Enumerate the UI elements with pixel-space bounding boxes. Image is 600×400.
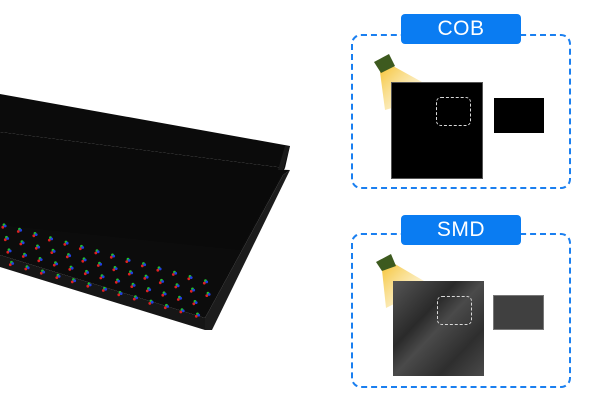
cob-surface-closeup xyxy=(391,82,483,179)
cob-magnified-swatch xyxy=(494,98,544,133)
smd-magnified-swatch xyxy=(493,295,544,330)
smd-label-badge: SMD xyxy=(401,215,521,245)
top-cover-sheet xyxy=(0,94,290,250)
led-module-illustration xyxy=(0,94,290,330)
smd-selection-marker xyxy=(437,296,472,325)
cob-selection-marker xyxy=(436,97,471,126)
cob-label-badge: COB xyxy=(401,14,521,44)
rgb-pixel-grid xyxy=(1,223,211,318)
